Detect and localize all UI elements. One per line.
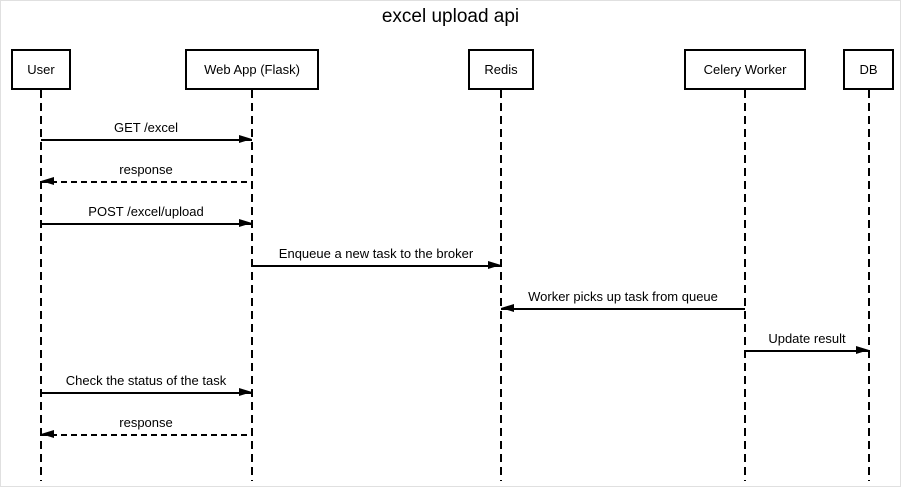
arrowhead-right-icon bbox=[239, 219, 252, 227]
message-enqueue-task-line bbox=[252, 265, 501, 267]
arrowhead-right-icon bbox=[488, 261, 501, 269]
arrowhead-left-icon bbox=[501, 304, 514, 312]
lifeline-celery-worker bbox=[744, 90, 746, 481]
message-response-2-line bbox=[41, 434, 252, 436]
lifeline-redis bbox=[500, 90, 502, 481]
message-check-status-label: Check the status of the task bbox=[65, 373, 227, 388]
message-post-excel-upload-line bbox=[41, 223, 252, 225]
actor-label-user: User bbox=[27, 62, 55, 77]
message-worker-picks-up-label: Worker picks up task from queue bbox=[528, 289, 718, 304]
lifeline-db bbox=[868, 90, 870, 481]
message-response-2-label: response bbox=[119, 415, 173, 430]
arrowhead-right-icon bbox=[239, 388, 252, 396]
message-get-excel-line bbox=[41, 139, 252, 141]
message-get-excel-label: GET /excel bbox=[113, 120, 179, 135]
actor-label-web-app: Web App (Flask) bbox=[204, 62, 300, 77]
arrowhead-left-icon bbox=[41, 177, 54, 185]
message-post-excel-upload-label: POST /excel/upload bbox=[88, 204, 204, 219]
actor-label-redis: Redis bbox=[484, 62, 518, 77]
message-response-1-line bbox=[41, 181, 252, 183]
message-check-status-line bbox=[41, 392, 252, 394]
actor-label-db: DB bbox=[859, 62, 878, 77]
message-update-result-label: Update result bbox=[768, 331, 846, 346]
message-worker-picks-up-line bbox=[501, 308, 745, 310]
message-update-result-line bbox=[745, 350, 869, 352]
actor-box-user: User bbox=[11, 49, 71, 90]
lifeline-web-app bbox=[251, 90, 253, 481]
diagram-title: excel upload api bbox=[381, 6, 520, 27]
arrowhead-right-icon bbox=[239, 135, 252, 143]
message-enqueue-task-label: Enqueue a new task to the broker bbox=[278, 246, 474, 261]
actor-box-redis: Redis bbox=[468, 49, 534, 90]
actor-box-celery-worker: Celery Worker bbox=[684, 49, 806, 90]
arrowhead-right-icon bbox=[856, 346, 869, 354]
message-response-1-label: response bbox=[119, 162, 173, 177]
actor-box-db: DB bbox=[843, 49, 894, 90]
lifeline-user bbox=[40, 90, 42, 481]
arrowhead-left-icon bbox=[41, 430, 54, 438]
actor-box-web-app: Web App (Flask) bbox=[185, 49, 319, 90]
actor-label-celery-worker: Celery Worker bbox=[703, 62, 787, 77]
